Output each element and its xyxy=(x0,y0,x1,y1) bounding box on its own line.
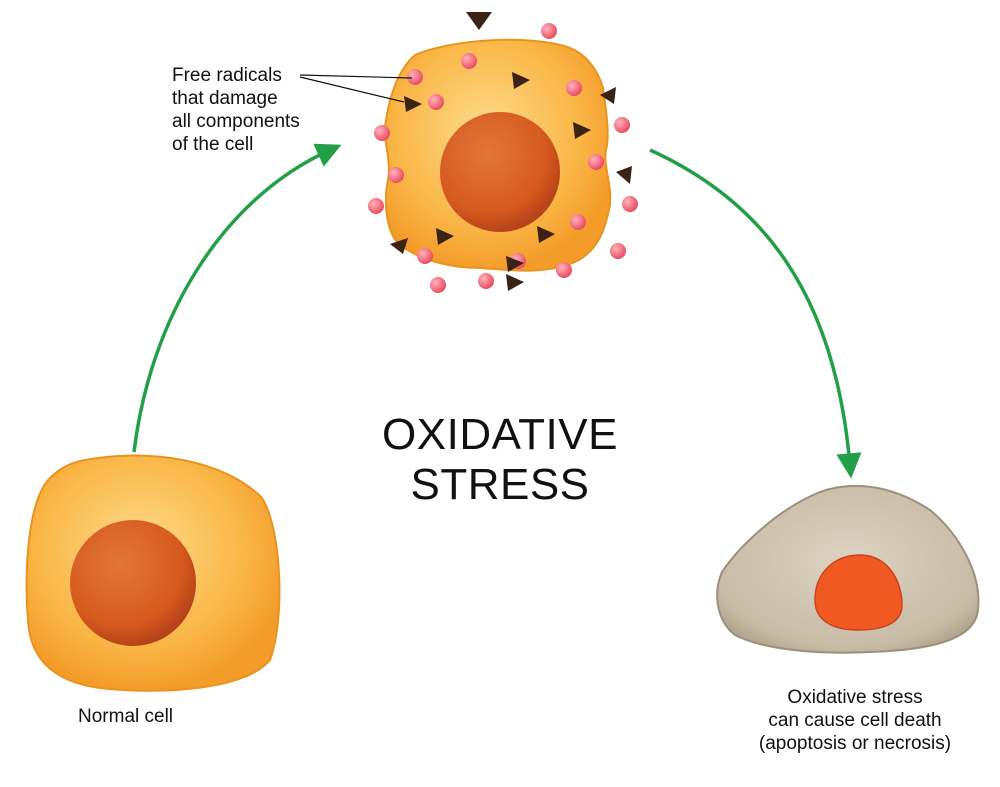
cell-death-label: Oxidative stress can cause cell death (a… xyxy=(720,686,990,755)
free-radical-dot xyxy=(614,117,630,133)
radical-triangle xyxy=(466,12,492,30)
arrow-stressed-to-dead xyxy=(649,148,862,479)
free-radical-dot xyxy=(368,198,384,214)
radical-triangle xyxy=(436,228,454,245)
free-radical-dot xyxy=(556,262,572,278)
stressed-cell-nucleus xyxy=(440,112,560,232)
label-leader-lines xyxy=(299,74,413,103)
cell-death-label-line: can cause cell death xyxy=(768,710,942,731)
dead-cell xyxy=(716,484,980,654)
cell-death-label-line: Oxidative stress xyxy=(787,687,923,708)
leader-line xyxy=(299,74,413,79)
free-radicals-label-line: all components xyxy=(172,111,300,132)
radical-triangle xyxy=(506,274,524,291)
free-radical-dot xyxy=(478,273,494,289)
free-radicals-label-line: that damage xyxy=(172,88,278,109)
radical-triangle xyxy=(537,226,555,243)
free-radical-dot xyxy=(430,277,446,293)
free-radical-dot xyxy=(417,248,433,264)
title-line-2: STRESS xyxy=(410,460,590,509)
leader-line xyxy=(299,76,405,103)
radical-triangle xyxy=(600,87,616,104)
radical-triangle xyxy=(390,238,408,254)
free-radical-dot xyxy=(388,167,404,183)
free-radicals-label-line: of the cell xyxy=(172,134,254,155)
free-radicals-label-line: Free radicals xyxy=(172,65,282,86)
free-radical-dot xyxy=(541,23,557,39)
free-radical-dot xyxy=(566,80,582,96)
radical-triangle xyxy=(616,166,632,184)
free-radical-dot xyxy=(461,53,477,69)
stressed-cell xyxy=(368,12,638,293)
free-radical-dot xyxy=(588,154,604,170)
normal-cell-nucleus xyxy=(70,520,196,646)
title-line-1: OXIDATIVE xyxy=(382,410,618,459)
radical-triangles xyxy=(390,12,632,291)
radical-triangle xyxy=(506,256,524,272)
free-radical-dot xyxy=(622,196,638,212)
radical-triangle xyxy=(512,72,530,89)
diagram-title: OXIDATIVE STRESS xyxy=(330,410,670,510)
free-radical-dot xyxy=(570,214,586,230)
cell-death-label-line: (apoptosis or necrosis) xyxy=(758,733,952,754)
radical-triangle xyxy=(573,122,591,139)
free-radical-dot xyxy=(428,94,444,110)
free-radicals-label: Free radicals that damage all components… xyxy=(172,64,342,156)
normal-cell xyxy=(25,454,281,692)
normal-cell-label: Normal cell xyxy=(78,706,174,727)
free-radical-dot xyxy=(374,125,390,141)
free-radical-dot xyxy=(407,69,423,85)
free-radical-dot xyxy=(610,243,626,259)
dead-cell-nucleus xyxy=(814,554,903,631)
arrow-normal-to-stressed xyxy=(132,143,342,453)
radical-triangle xyxy=(404,96,422,112)
